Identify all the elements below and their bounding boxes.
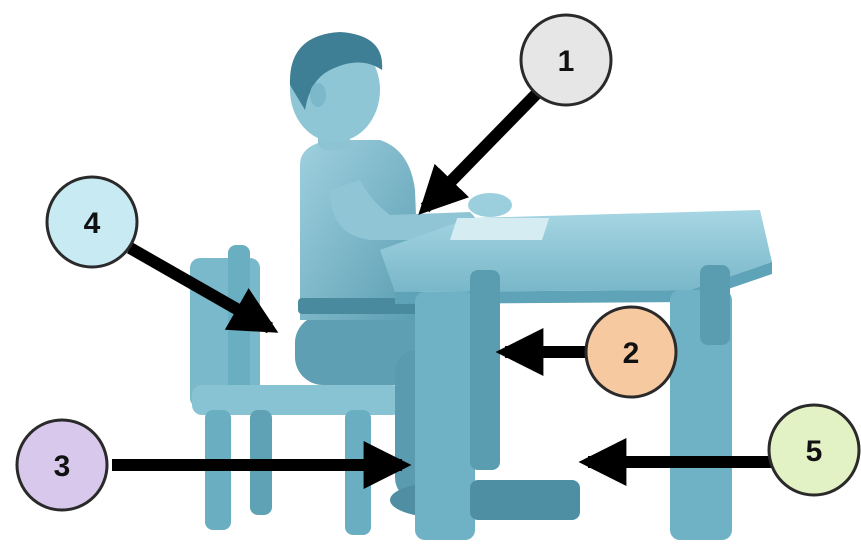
callout-3: 3 [17,420,107,510]
desk-leg-front-left [415,292,475,540]
callout-4-label: 4 [84,207,101,240]
paper-on-desk [450,218,549,240]
person-ear [310,83,326,107]
callout-1-label: 1 [558,45,575,78]
chair-leg-front-right [345,410,371,535]
person-hand [468,193,512,217]
callout-2-label: 2 [623,337,640,370]
arrow-1 [425,82,548,208]
callout-2: 2 [586,307,676,397]
desk-leg-back-left [470,270,500,470]
callout-3-label: 3 [54,450,71,483]
callout-4: 4 [47,177,137,267]
desk-leg-back-right [700,265,730,345]
callout-5-label: 5 [806,435,823,468]
footrest [470,480,580,520]
callout-5: 5 [769,405,859,495]
callout-1: 1 [521,15,611,105]
